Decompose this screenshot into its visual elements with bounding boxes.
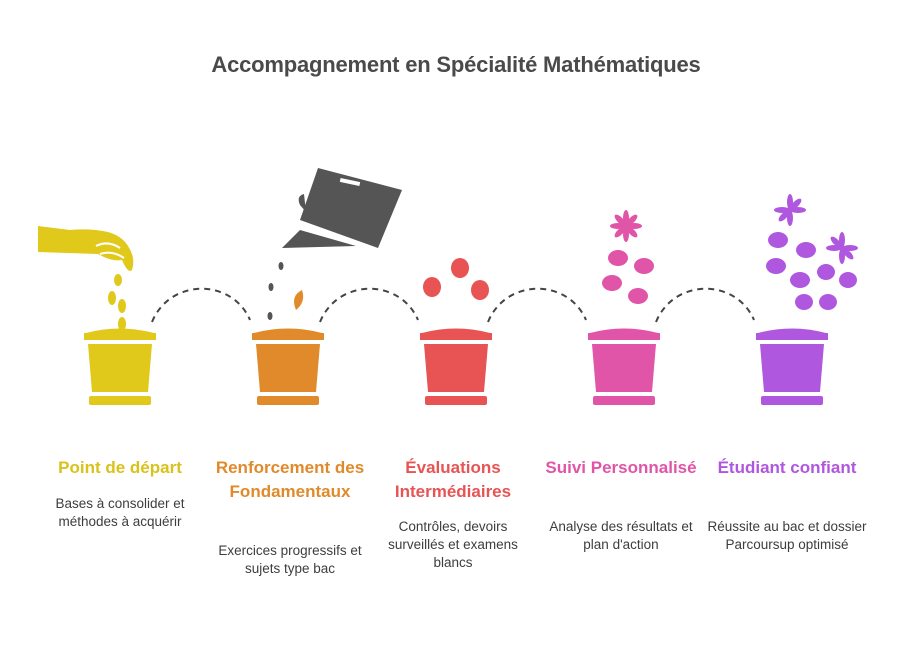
pot-2: [252, 290, 324, 405]
connector-2: [319, 287, 419, 323]
step-desc-evaluations: Contrôles, devoirs surveillés et examens…: [388, 519, 518, 570]
step-title-suivi: Suivi Personnalisé: [545, 458, 697, 477]
connector-4: [655, 287, 755, 323]
pot-1: [84, 328, 156, 405]
step-title-point-de-depart: Point de départ: [58, 458, 182, 477]
step-desc-point-de-depart: Bases à consolider et méthodes à acquéri…: [55, 496, 185, 529]
flower-icon: [602, 210, 654, 304]
step-desc-suivi: Analyse des résultats et plan d'action: [549, 519, 693, 552]
step-title-evaluations: Évaluations Intermédiaires: [394, 458, 512, 501]
sprout-icon: [423, 258, 489, 300]
step-title-etudiant: Étudiant confiant: [717, 458, 857, 477]
bloom-icon: [766, 194, 858, 310]
step-desc-renforcement: Exercices progressifs et sujets type bac: [218, 543, 362, 576]
pot-4: [588, 328, 660, 405]
hand-seeds-icon: [38, 226, 134, 331]
connector-1: [151, 287, 251, 323]
step-desc-etudiant: Réussite au bac et dossier Parcoursup op…: [707, 519, 867, 552]
step-title-renforcement: Renforcement des Fondamentaux: [215, 458, 365, 501]
connector-3: [487, 287, 587, 323]
pot-3: [420, 328, 492, 405]
pot-5: [756, 328, 828, 405]
page-title: Accompagnement en Spécialité Mathématiqu…: [211, 52, 701, 77]
watering-can-icon: [267, 168, 402, 320]
